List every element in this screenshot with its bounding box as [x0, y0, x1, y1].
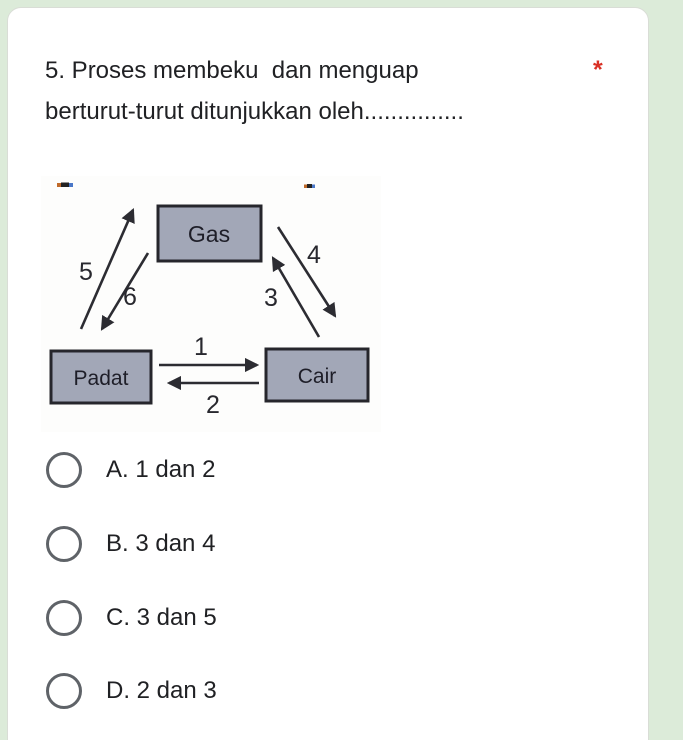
- arrow-2-number: 2: [206, 391, 220, 419]
- arrow-4-number: 4: [307, 241, 321, 269]
- diagram-node-gas: Gas: [156, 204, 263, 263]
- option-b-label[interactable]: B. 3 dan 4: [106, 530, 216, 557]
- question-text-line1: 5. Proses membeku dan menguap: [45, 57, 419, 84]
- padat-label: Padat: [74, 367, 129, 390]
- scan-artifact-dash: [304, 184, 315, 188]
- radio-option-a[interactable]: [46, 452, 82, 488]
- option-c[interactable]: C. 3 dan 5: [46, 600, 217, 636]
- arrow-5-padat-to-gas: 5: [79, 208, 135, 330]
- state-change-diagram: Gas Padat Cair 1 2: [41, 176, 381, 432]
- arrow-2-cair-to-padat: 2: [166, 375, 259, 419]
- option-c-label[interactable]: C. 3 dan 5: [106, 604, 217, 631]
- option-a-label[interactable]: A. 1 dan 2: [106, 456, 216, 483]
- diagram-node-padat: Padat: [49, 349, 153, 405]
- radio-option-b[interactable]: [46, 526, 82, 562]
- arrow-5-number: 5: [79, 258, 93, 286]
- question-text-line2: berturut-turut ditunjukkan oleh.........…: [45, 98, 464, 125]
- radio-option-c[interactable]: [46, 600, 82, 636]
- gas-label: Gas: [188, 221, 230, 247]
- question-card: 5. Proses membeku dan menguap berturut-t…: [7, 7, 649, 740]
- required-asterisk: *: [593, 56, 603, 84]
- arrow-3-cair-to-gas: 3: [264, 256, 321, 338]
- option-b[interactable]: B. 3 dan 4: [46, 526, 215, 562]
- arrow-1-number: 1: [194, 333, 208, 361]
- arrow-3-number: 3: [264, 284, 278, 312]
- diagram-node-cair: Cair: [264, 347, 370, 403]
- option-d-label[interactable]: D. 2 dan 3: [106, 677, 217, 704]
- scan-artifact-dash: [57, 182, 73, 187]
- arrow-4-gas-to-cair: 4: [276, 226, 337, 318]
- arrow-6-number: 6: [123, 283, 137, 311]
- option-a[interactable]: A. 1 dan 2: [46, 452, 215, 488]
- radio-option-d[interactable]: [46, 673, 82, 709]
- arrow-1-padat-to-cair: 1: [159, 333, 260, 373]
- arrow-6-gas-to-padat: 6: [100, 252, 150, 331]
- cair-label: Cair: [298, 365, 337, 388]
- question-text: 5. Proses membeku dan menguap berturut-t…: [45, 50, 575, 132]
- option-d[interactable]: D. 2 dan 3: [46, 673, 217, 709]
